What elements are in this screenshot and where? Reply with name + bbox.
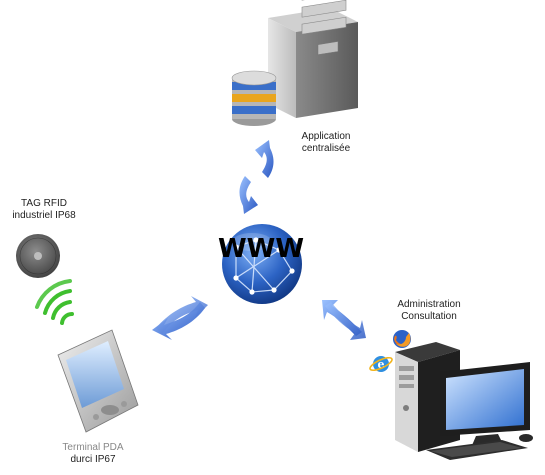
database-icon <box>231 70 277 126</box>
svg-text:e: e <box>378 358 385 371</box>
sync-arrows-right <box>322 300 366 340</box>
pda-label: Terminal PDA durci IP67 <box>48 442 138 466</box>
pda-label-line1: Terminal PDA <box>62 442 124 453</box>
server-label: Application centralisée <box>281 131 371 155</box>
rfid-label: TAG RFID industriel IP68 <box>4 198 84 222</box>
desktop-computer-icon <box>395 342 533 460</box>
pda-icon <box>57 329 139 433</box>
firefox-icon <box>393 330 411 348</box>
server-tower-icon <box>268 0 358 118</box>
globe-icon <box>222 224 302 304</box>
rfid-label-line1: TAG RFID <box>21 198 67 209</box>
server-label-line2: centralisée <box>301 143 351 154</box>
admin-label: Administration Consultation <box>384 299 474 323</box>
sync-arrows-top <box>239 140 274 214</box>
sync-arrows-left <box>152 296 208 340</box>
server-label-line1: Application <box>301 131 351 142</box>
internet-explorer-icon: e <box>369 356 393 372</box>
rfid-label-line2: industriel IP68 <box>12 210 76 221</box>
globe-label: WWW <box>218 234 304 264</box>
admin-label-line1: Administration <box>397 299 461 310</box>
rfid-tag-icon <box>16 234 60 278</box>
wifi-signal-icon <box>35 279 74 325</box>
pda-label-line2: durci IP67 <box>70 454 116 465</box>
admin-label-line2: Consultation <box>401 311 457 322</box>
